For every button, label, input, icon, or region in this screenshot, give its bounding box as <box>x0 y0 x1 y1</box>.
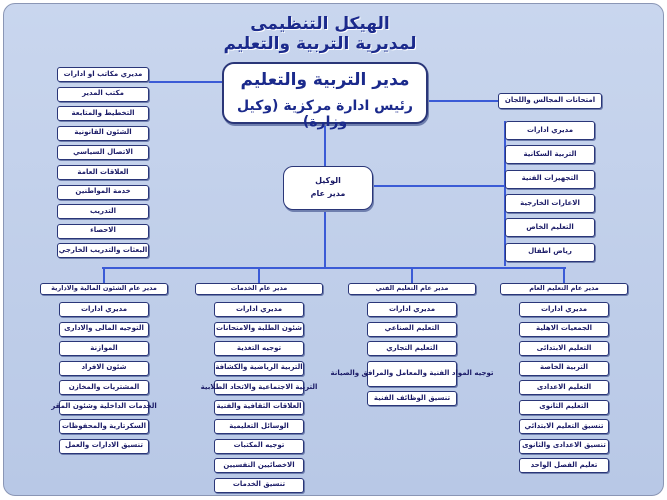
department-item[interactable]: الخدمات الداخلية وشئون المقر <box>51 399 157 415</box>
deputy-box[interactable]: الوكيل مدير عام <box>283 166 373 210</box>
department-item[interactable]: التعليم الابتدائى <box>519 341 609 356</box>
chart-title-line1: الهيكل التنظيمى <box>250 14 390 34</box>
left-staff-item[interactable]: مكتب المدير <box>57 86 149 102</box>
department-item[interactable]: توجيه التغذية <box>214 341 304 356</box>
department-item[interactable]: توجيه المكتبات <box>214 438 304 454</box>
department-item[interactable]: التعليم الثانوى <box>519 399 609 415</box>
department-item[interactable]: الوسائل التعليمية <box>214 419 304 434</box>
department-item[interactable]: التعليم الاعدادى <box>519 380 609 395</box>
department-item[interactable]: تعليم الفصل الواحد <box>519 458 609 473</box>
director-title: مدير التربية والتعليم <box>240 70 410 90</box>
department-item[interactable]: تنسيق التعليم الابتدائي <box>519 419 609 434</box>
director-box[interactable]: مدير التربية والتعليم رئيس ادارة مركزية … <box>222 62 428 130</box>
right-staff-item[interactable]: التربية السكانية <box>505 145 595 165</box>
director-subtitle: رئيس ادارة مركزية (وكيل وزارة) <box>237 98 413 130</box>
deputy-title: الوكيل <box>315 176 341 185</box>
department-item[interactable]: السكرتارية والمحفوظات <box>59 419 149 434</box>
department-item[interactable]: تنسيق الوظائف الفنية <box>367 391 457 406</box>
left-staff-item[interactable]: الشئون القانونية <box>57 125 149 141</box>
deputy-subtitle: مدير عام <box>310 189 346 198</box>
left-staff-item[interactable]: مديري مكاتب او ادارات <box>57 67 149 82</box>
right-staff-item[interactable]: الاعارات الخارجية <box>505 193 595 213</box>
department-item[interactable]: مديري ادارات <box>519 302 609 317</box>
department-item[interactable]: العلاقات الثقافية والفنية <box>214 399 304 415</box>
left-staff-item[interactable]: الاتصال السياسي <box>57 145 149 161</box>
department-item[interactable]: التوجيه المالى والادارى <box>59 321 149 337</box>
department-item[interactable]: الاخصائيين النفسيين <box>214 458 304 473</box>
left-staff-item[interactable]: الاحصاء <box>57 223 149 239</box>
department-item[interactable]: توجيه المواد الفنية والمعامل والمرافق وا… <box>330 360 494 387</box>
department-header[interactable]: مدير عام التعليم العام <box>500 283 628 295</box>
department-item[interactable]: تنسيق الاعدادى والثانوى <box>519 438 609 454</box>
department-item[interactable]: مديري ادارات <box>59 302 149 317</box>
right-staff-top[interactable]: امتحانات المجالس واللجان <box>498 93 602 109</box>
left-staff-item[interactable]: التخطيط والمتابعة <box>57 106 149 122</box>
department-item[interactable]: التعليم التجاري <box>367 341 457 356</box>
department-item[interactable]: التربية الاجتماعية والاتحاد الطلابية <box>201 380 317 395</box>
department-item[interactable]: التربية الرياضية والكشافة <box>214 360 304 376</box>
left-staff-item[interactable]: خدمة المواطنين <box>57 184 149 200</box>
department-item[interactable]: تنسيق الخدمات <box>214 477 304 493</box>
right-staff-item[interactable]: رياض اطفال <box>505 242 595 262</box>
department-item[interactable]: مديري ادارات <box>367 302 457 317</box>
department-item[interactable]: شئون الافراد <box>59 360 149 376</box>
department-header[interactable]: مدير عام الشئون المالية والادارية <box>40 283 168 295</box>
chart-title-line2: لمديرية التربية والتعليم <box>223 34 417 54</box>
department-item[interactable]: شئون الطلبة والامتحانات <box>214 321 304 337</box>
department-item[interactable]: التربية الخاصة <box>519 360 609 376</box>
department-header[interactable]: مدير عام التعليم الفني <box>348 283 476 295</box>
department-header[interactable]: مدير عام الخدمات <box>195 283 323 295</box>
right-staff-item[interactable]: التعليم الخاص <box>505 218 595 238</box>
department-item[interactable]: التعليم الصناعي <box>367 321 457 337</box>
department-item[interactable]: الجمعيات الاهلية <box>519 321 609 337</box>
department-item[interactable]: تنسيق الادارات والعمل <box>59 438 149 454</box>
left-staff-item[interactable]: البعثات والتدريب الخارجي <box>57 243 149 259</box>
department-item[interactable]: مديري ادارات <box>214 302 304 317</box>
left-staff-item[interactable]: التدريب <box>57 204 149 220</box>
department-item[interactable]: الموازنة <box>59 341 149 356</box>
right-staff-item[interactable]: التجهيزات الفنية <box>505 169 595 189</box>
right-staff-item[interactable]: مديري ادارات <box>505 121 595 140</box>
department-item[interactable]: المشتريات والمخازن <box>59 380 149 395</box>
left-staff-item[interactable]: العلاقات العامة <box>57 165 149 180</box>
